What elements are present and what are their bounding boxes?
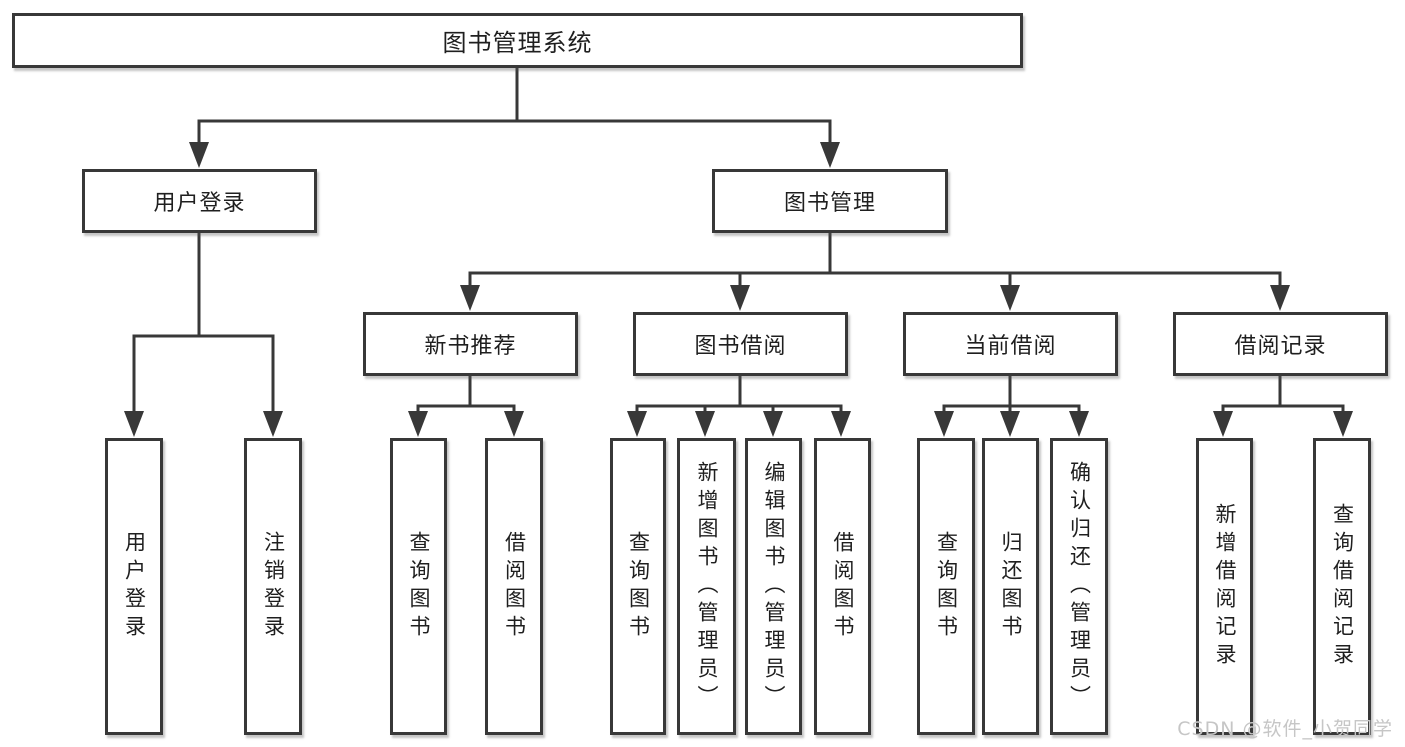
node-new-book-recommend: 新书推荐 (363, 312, 578, 376)
arrow-down-icon (124, 142, 1353, 437)
node-book-management: 图书管理 (712, 169, 948, 233)
leaf-logout: 注销登录 (244, 438, 302, 735)
leaf-query-books-borrow: 查询图书 (610, 438, 666, 735)
leaf-query-borrow-record: 查询借阅记录 (1313, 438, 1371, 735)
leaf-edit-book-admin: 编辑图书（管理员） (745, 438, 802, 735)
node-current-borrow: 当前借阅 (903, 312, 1118, 376)
leaf-borrow-books-recommend: 借阅图书 (485, 438, 543, 735)
leaf-query-books-recommend: 查询图书 (390, 438, 447, 735)
leaf-query-books-current: 查询图书 (917, 438, 975, 735)
node-book-borrow: 图书借阅 (633, 312, 848, 376)
leaf-confirm-return-admin: 确认归还（管理员） (1050, 438, 1108, 735)
leaf-add-book-admin: 新增图书（管理员） (677, 438, 736, 735)
node-library-management-system: 图书管理系统 (12, 13, 1023, 68)
leaf-add-borrow-record: 新增借阅记录 (1196, 438, 1253, 735)
leaf-borrow-books: 借阅图书 (814, 438, 871, 735)
node-user-login: 用户登录 (82, 169, 317, 233)
leaf-return-book: 归还图书 (982, 438, 1039, 735)
leaf-user-login: 用户登录 (105, 438, 163, 735)
node-borrow-records: 借阅记录 (1173, 312, 1388, 376)
